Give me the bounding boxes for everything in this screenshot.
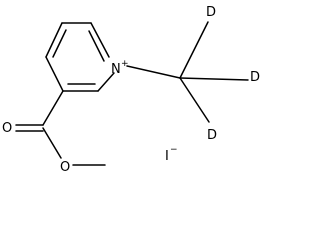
cd3-group <box>179 21 249 123</box>
nitrogen-label: N <box>111 62 121 77</box>
iodide-label: I <box>165 149 169 164</box>
bond-c3-c4 <box>45 22 63 58</box>
double-bond-n-c2 <box>88 30 105 62</box>
bond-c4-c5 <box>45 56 64 92</box>
chemical-structure: N + D D D O O I − <box>2 5 260 175</box>
deuterium-top-label: D <box>206 5 216 20</box>
bond-c-d-top <box>179 21 209 79</box>
bond-c-d-bottom <box>179 77 210 123</box>
bond-c6-n <box>97 72 115 92</box>
methyl-ester-group <box>15 90 106 166</box>
iodide-charge: − <box>170 145 178 155</box>
bond-c-d-right <box>179 77 249 81</box>
nitrogen-charge: + <box>121 59 129 69</box>
bond-carbonyl-ester-o <box>42 127 62 159</box>
deuterium-bottom-label: D <box>207 128 217 143</box>
pyridinium-ring <box>45 22 115 92</box>
double-bond-c3-c4 <box>52 29 67 58</box>
carbonyl-oxygen-label: O <box>2 121 12 136</box>
bond-n-c2 <box>90 22 110 58</box>
bond-ring-carbonyl <box>42 90 64 126</box>
ester-oxygen-label: O <box>60 160 70 175</box>
bond-n-cd3 <box>126 65 181 79</box>
deuterium-right-label: D <box>250 70 260 85</box>
